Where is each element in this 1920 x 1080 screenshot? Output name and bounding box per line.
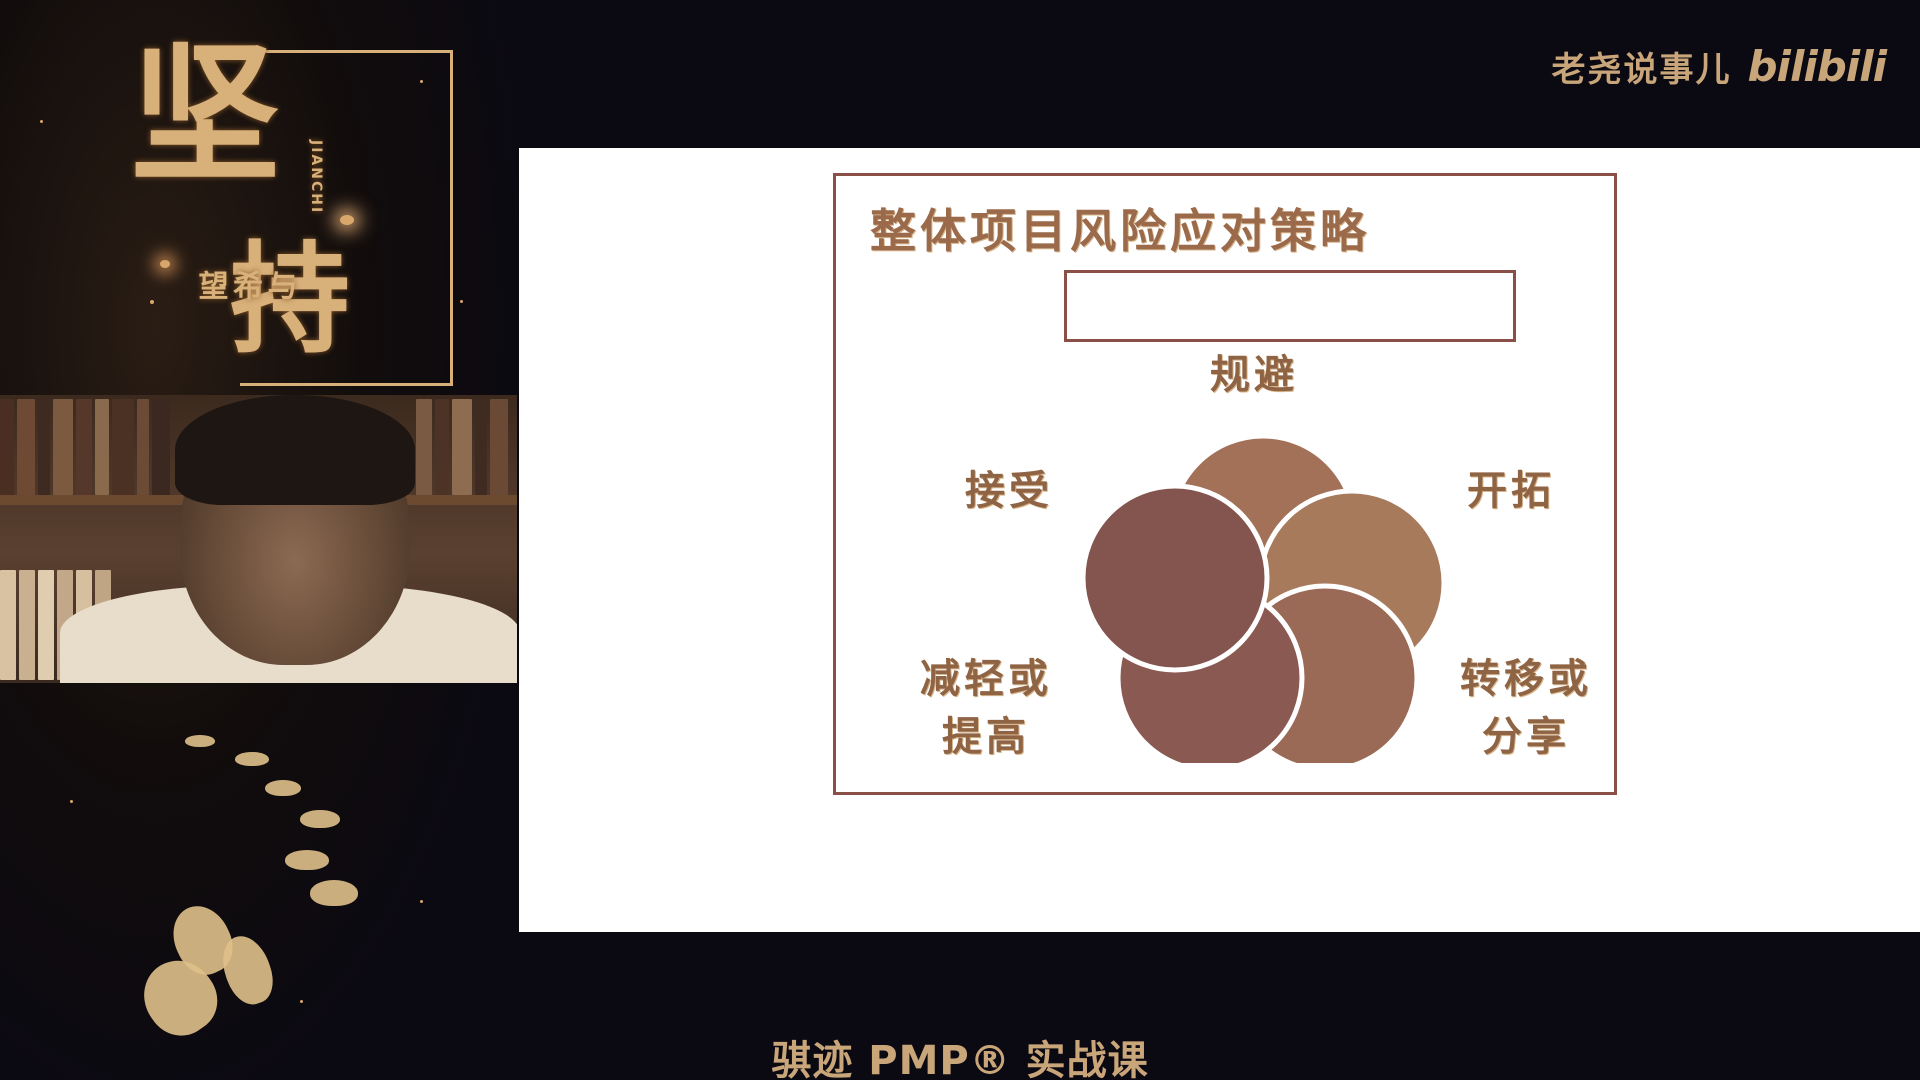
label-transfer-share: 转移或 分享	[1460, 655, 1592, 760]
footprint-icon	[300, 810, 340, 828]
label-mitigate-enhance: 减轻或 提高	[920, 655, 1052, 760]
footprint-icon	[265, 780, 301, 796]
poster-pinyin: JIANCHI	[308, 140, 324, 215]
sparkle	[420, 900, 423, 903]
sparkle	[460, 300, 463, 303]
footprint-icon	[185, 735, 215, 747]
channel-brand: 老尧说事儿 bilibili	[1551, 42, 1887, 91]
diagram-frame	[833, 173, 1617, 795]
label-exploit: 开拓	[1467, 467, 1555, 514]
sparkle	[420, 80, 423, 83]
slide-title: 整体项目风险应对策略	[870, 204, 1370, 258]
bookshelf-row	[0, 399, 517, 495]
sparkle	[40, 120, 43, 123]
footprint-icon	[235, 752, 269, 766]
bilibili-logo: bilibili	[1747, 42, 1887, 91]
person-hair	[175, 395, 415, 505]
poster-subtitle: 与希望	[192, 270, 297, 300]
poster-char-2: 持	[230, 229, 350, 370]
sparkle	[300, 1000, 303, 1003]
sparkle	[150, 300, 154, 304]
answer-input-box[interactable]	[1064, 270, 1516, 342]
sparkle	[160, 260, 170, 268]
label-avoid: 规避	[1210, 351, 1298, 398]
sparkle	[70, 800, 73, 803]
venn-circle-left	[1080, 483, 1270, 673]
poster-char-1: 坚	[130, 27, 281, 203]
label-accept: 接受	[965, 467, 1053, 514]
webcam-feed	[0, 395, 517, 683]
course-title: 骐迹 PMP® 实战课	[771, 1038, 1149, 1080]
footprint-icon	[310, 880, 358, 906]
sparkle	[340, 215, 354, 225]
footprint-icon	[285, 850, 329, 870]
channel-name: 老尧说事儿	[1551, 50, 1732, 90]
five-circle-venn-icon	[1080, 433, 1445, 763]
poster-bracket	[240, 50, 453, 386]
